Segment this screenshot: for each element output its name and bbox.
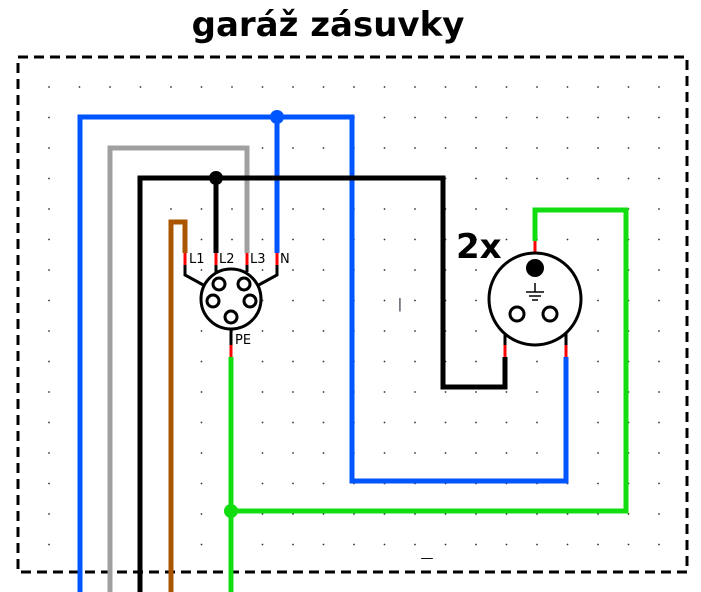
junction-node-blue xyxy=(270,110,284,124)
vertical-tick-mark: | xyxy=(398,297,402,312)
dash-mark: — xyxy=(421,551,434,566)
diagram-title: garáž zásuvky xyxy=(192,5,465,45)
junction-node-black xyxy=(209,171,223,185)
wire-black-main xyxy=(137,175,508,592)
label-l1: L1 xyxy=(189,252,205,267)
label-l2: L2 xyxy=(219,252,235,267)
socket-count-label: 2x xyxy=(456,227,502,267)
wire-gray xyxy=(107,145,250,592)
wire-blue-main xyxy=(77,114,569,592)
wire-green-pe xyxy=(231,207,629,514)
ground-icon xyxy=(526,283,544,301)
three-phase-connector xyxy=(183,265,279,345)
socket-earth-pin xyxy=(526,259,544,277)
label-pe: PE xyxy=(235,333,251,348)
label-n: N xyxy=(280,252,290,267)
label-l3: L3 xyxy=(250,252,266,267)
wire-brown xyxy=(168,219,188,592)
junction-node-green xyxy=(224,504,238,518)
socket-outlet xyxy=(487,251,583,347)
